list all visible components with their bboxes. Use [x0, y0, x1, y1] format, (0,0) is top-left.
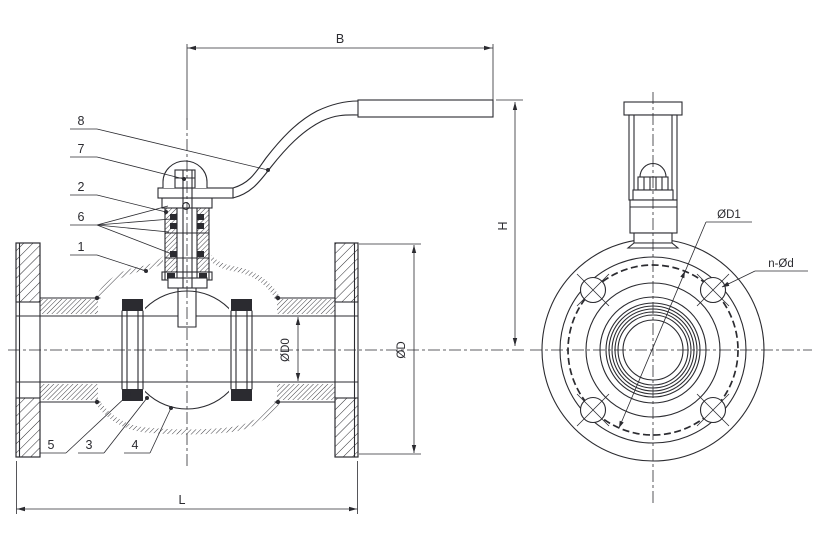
svg-text:4: 4	[132, 438, 139, 452]
dimension-h: H	[496, 99, 523, 346]
front-view-centerlines	[530, 92, 812, 505]
svg-text:8: 8	[78, 114, 85, 128]
dimension-l: L	[16, 461, 358, 514]
svg-text:2: 2	[78, 180, 85, 194]
side-view-centerlines	[8, 118, 525, 468]
svg-text:3: 3	[86, 438, 93, 452]
dimension-od1: ØD1	[618, 209, 752, 429]
pipe-sections	[39, 295, 336, 405]
callout-6: 6	[70, 205, 173, 255]
dim-h-label: H	[496, 221, 510, 230]
bolt-hole	[696, 273, 730, 307]
dim-n-od-label: n-Ød	[768, 258, 794, 270]
dimension-b: B	[186, 32, 494, 120]
callout-1: 1	[70, 240, 148, 273]
bolt-hole	[576, 393, 610, 427]
bolt-hole	[576, 273, 610, 307]
dimension-od: ØD	[359, 243, 421, 455]
stem-top-assembly	[157, 160, 234, 289]
callout-8: 8	[70, 114, 270, 172]
dimension-n-od: n-Ød	[721, 258, 808, 288]
gland-block-front	[629, 199, 678, 234]
handle-lever	[232, 99, 494, 199]
callout-7: 7	[70, 142, 186, 181]
svg-text:7: 7	[78, 142, 85, 156]
callout-3: 3	[78, 396, 149, 454]
svg-text:6: 6	[78, 210, 85, 224]
front-view: ØD1 n-Ød	[530, 92, 812, 505]
side-view: B H ØD ØD0	[8, 32, 525, 514]
right-flange	[334, 242, 359, 458]
callout-2: 2	[70, 180, 168, 214]
callout-4: 4	[124, 406, 173, 454]
dim-od1-label: ØD1	[717, 209, 741, 221]
bolt-hole	[696, 393, 730, 427]
svg-text:5: 5	[48, 438, 55, 452]
dim-l-label: L	[179, 493, 186, 507]
left-flange	[15, 242, 41, 458]
bolt-holes	[576, 273, 730, 427]
dim-b-label: B	[336, 32, 344, 46]
handle-grip	[357, 99, 494, 118]
callout-5: 5	[40, 392, 131, 454]
part-callouts: 8 7 2 6	[40, 114, 270, 454]
dimension-od0: ØD0	[280, 317, 301, 381]
svg-text:1: 1	[78, 240, 85, 254]
